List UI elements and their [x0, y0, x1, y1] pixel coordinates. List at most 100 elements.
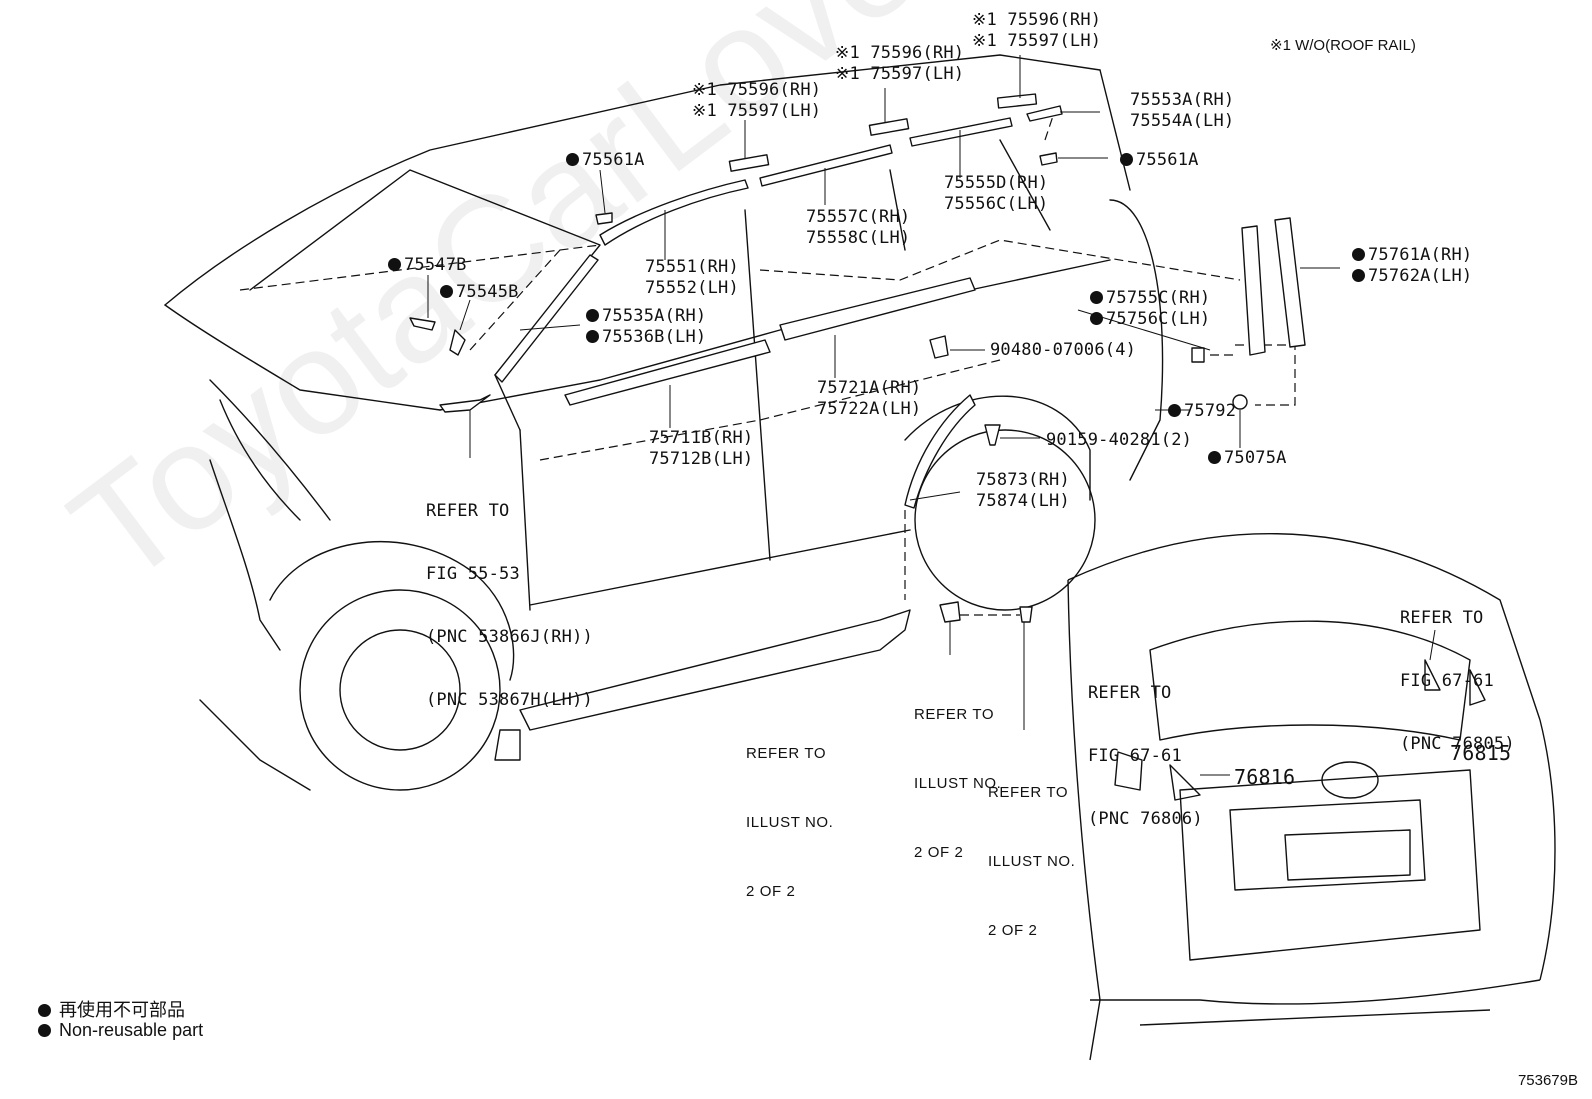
legend-ja: 再使用不可部品 [38, 996, 185, 1022]
rear-left-side [1067, 579, 1101, 1061]
label-75535a: 75535A(RH) [586, 306, 706, 327]
non-reusable-dot [1352, 248, 1365, 261]
dash-roof-front [239, 244, 601, 291]
label-75762a: 75762A(LH) [1352, 266, 1472, 287]
front-door-line [519, 429, 531, 611]
a-pillar-molding [494, 254, 599, 383]
non-reusable-dot [38, 1024, 51, 1037]
label-75596-rh-mid: ※1 75596(RH) [835, 43, 965, 63]
label-75596-rh-top: ※1 75596(RH) [972, 10, 1102, 30]
rear-garnish-right2 [1469, 669, 1486, 706]
clip-rocker-2 [1019, 606, 1033, 623]
clip-75561-left [595, 212, 613, 225]
non-reusable-dot [1352, 269, 1365, 282]
label-75075a: 75075A [1208, 448, 1287, 469]
front-wheel-arch [269, 540, 515, 681]
label-75597-lh-mid: ※1 75597(LH) [835, 64, 965, 84]
clip-rocker-1 [939, 601, 961, 623]
legend-en: Non-reusable part [38, 1020, 203, 1041]
rocker-line [529, 529, 911, 606]
rear-roof [1099, 69, 1131, 191]
roof-cap-1 [728, 154, 770, 172]
non-reusable-dot [440, 285, 453, 298]
hood-line [164, 304, 441, 411]
rear-quarter [1109, 199, 1164, 481]
clip-1 [1191, 347, 1205, 363]
b-pillar [744, 209, 771, 561]
label-75597-lh-left: ※1 75597(LH) [692, 101, 822, 121]
screw-90159 [984, 424, 1001, 446]
rear-pillar [999, 139, 1051, 231]
footnote: ※1 W/O(ROOF RAIL) [1270, 37, 1416, 54]
rocker-end [494, 729, 521, 761]
rear-garnish-mid [1169, 764, 1201, 801]
non-reusable-dot [1168, 404, 1181, 417]
tailgate [1179, 769, 1481, 961]
dash-2 [539, 359, 1001, 461]
rear-garnish-left [1114, 751, 1143, 791]
rear-wheel [914, 429, 1096, 611]
b-pillar-garnish-2 [1274, 217, 1306, 348]
rear-side [1539, 719, 1556, 981]
roof-cap-2 [868, 118, 910, 136]
label-75556c: 75556C(LH) [944, 194, 1049, 214]
non-reusable-dot [1120, 153, 1133, 166]
hood-front [209, 379, 331, 521]
label-75873: 75873(RH) [976, 470, 1070, 490]
wiper-part-2 [449, 329, 466, 356]
label-75712b: 75712B(LH) [649, 449, 754, 469]
label-76815: 76815 [1450, 741, 1512, 765]
label-75597-lh-top: ※1 75597(LH) [972, 31, 1102, 51]
roof-end-cap [1026, 105, 1063, 122]
dash-4 [469, 249, 561, 351]
label-75756c: 75756C(LH) [1090, 309, 1210, 330]
fastener-90480 [929, 335, 949, 359]
non-reusable-dot [1090, 312, 1103, 325]
ref-illust-rocker: REFER TO ILLUST NO. 2 OF 2 [746, 745, 834, 900]
c-pillar [889, 169, 906, 251]
roof-molding-rear [909, 117, 1013, 147]
rear-bumper [1090, 979, 1541, 1005]
label-75545b: 75545B [440, 282, 519, 303]
non-reusable-dot [1090, 291, 1103, 304]
ref-fig55: REFER TO FIG 55-53 (PNC 53866J(RH)) (PNC… [426, 501, 593, 710]
dash-1 [759, 239, 1241, 281]
lower-front [199, 699, 311, 791]
rear-wheel-arch [904, 395, 1091, 501]
roof-drip-front [599, 179, 749, 246]
non-reusable-dot [1208, 451, 1221, 464]
non-reusable-dot [586, 330, 599, 343]
ref-illust-screw: REFER TO ILLUST NO. 2 OF 2 [988, 784, 1076, 939]
rear-roof-line [1067, 533, 1541, 721]
rocker-panel [519, 609, 911, 731]
figure-number: 753679B [1517, 1072, 1578, 1089]
label-75552: 75552(LH) [645, 278, 739, 298]
label-75761a: 75761A(RH) [1352, 245, 1472, 266]
label-75722a: 75722A(LH) [817, 399, 922, 419]
label-75874: 75874(LH) [976, 491, 1070, 511]
label-75721a: 75721A(RH) [817, 378, 922, 398]
label-76816: 76816 [1234, 765, 1296, 789]
plate-recess [1229, 799, 1426, 891]
plate [1284, 829, 1411, 881]
label-90480: 90480-07006(4) [990, 340, 1137, 360]
front-wheel [299, 589, 501, 791]
label-75557c: 75557C(RH) [806, 207, 911, 227]
label-75755c: 75755C(RH) [1090, 288, 1210, 309]
front-wheel-inner [339, 629, 461, 751]
label-75536b: 75536B(LH) [586, 327, 706, 348]
roof-outline [164, 54, 1101, 306]
non-reusable-dot [38, 1004, 51, 1017]
b-pillar-garnish-1 [1241, 225, 1266, 356]
label-75554a: 75554A(LH) [1130, 111, 1235, 131]
clip-75561-right [1039, 152, 1058, 166]
label-75547b: 75547B [388, 255, 467, 276]
a-pillar [494, 374, 521, 431]
rear-bumper-lower [1139, 1009, 1491, 1026]
rear-garnish-right [1424, 659, 1441, 691]
label-75561a-left: 75561A [566, 150, 645, 171]
cowl-piece [439, 394, 491, 413]
body-belt [439, 259, 1111, 411]
clip-2 [1232, 394, 1248, 410]
